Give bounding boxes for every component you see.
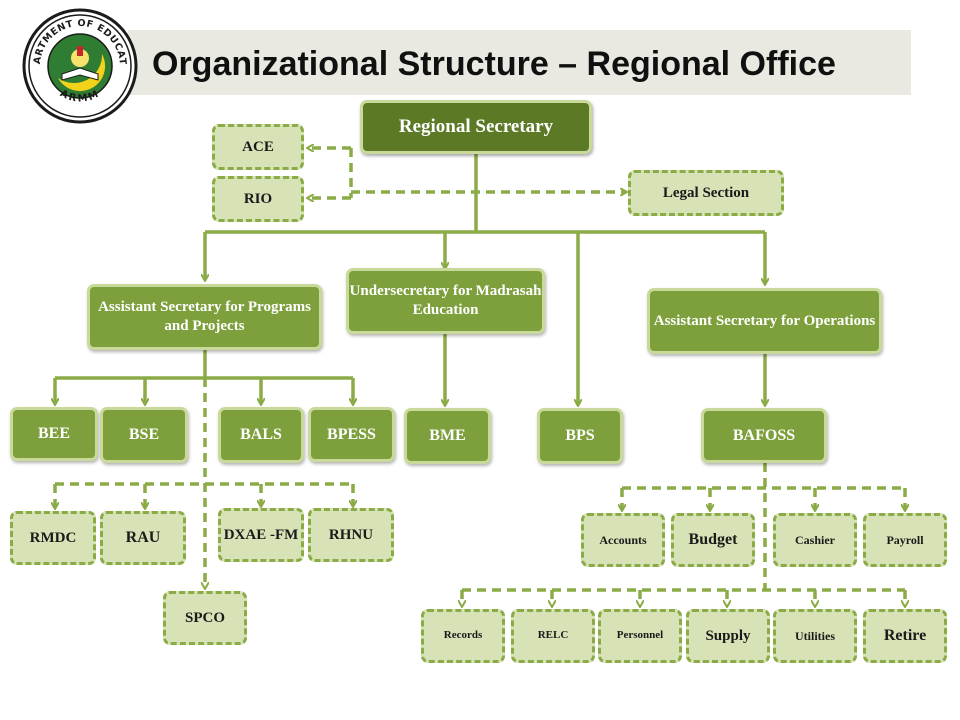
node-supply: Supply: [686, 609, 770, 663]
node-rau: RAU: [100, 511, 186, 565]
node-regional-secretary: Regional Secretary: [360, 100, 592, 154]
node-legal-section: Legal Section: [628, 170, 784, 216]
node-accounts: Accounts: [581, 513, 665, 567]
node-rio: RIO: [212, 176, 304, 222]
logo-bottom-text: ARMM: [58, 88, 100, 105]
page-title: Organizational Structure – Regional Offi…: [152, 45, 836, 83]
node-ace: ACE: [212, 124, 304, 170]
node-asst-sec-programs: Assistant Secretary for Programs and Pro…: [87, 284, 322, 350]
node-bafoss: BAFOSS: [701, 408, 827, 463]
title-bar: [128, 30, 911, 95]
node-bse: BSE: [100, 407, 188, 463]
node-dxae-fm: DXAE -FM: [218, 508, 304, 562]
node-cashier: Cashier: [773, 513, 857, 567]
node-relc: RELC: [511, 609, 595, 663]
node-bpess: BPESS: [308, 407, 395, 462]
node-bps: BPS: [537, 408, 623, 464]
node-records: Records: [421, 609, 505, 663]
node-rmdc: RMDC: [10, 511, 96, 565]
deped-seal-icon: DEPARTMENT OF EDUCATION ARMM: [22, 8, 138, 124]
node-bme: BME: [404, 408, 491, 464]
node-asst-sec-operations: Assistant Secretary for Operations: [647, 288, 882, 354]
node-bals: BALS: [218, 407, 304, 463]
node-utilities: Utilities: [773, 609, 857, 663]
node-budget: Budget: [671, 513, 755, 567]
node-bee: BEE: [10, 407, 98, 461]
node-spco: SPCO: [163, 591, 247, 645]
node-retire: Retire: [863, 609, 947, 663]
node-rhnu: RHNU: [308, 508, 394, 562]
svg-text:ARMM: ARMM: [58, 88, 102, 105]
node-payroll: Payroll: [863, 513, 947, 567]
node-undersec-madrasah: Undersecretary for Madrasah Education: [346, 268, 545, 334]
node-personnel: Personnel: [598, 609, 682, 663]
